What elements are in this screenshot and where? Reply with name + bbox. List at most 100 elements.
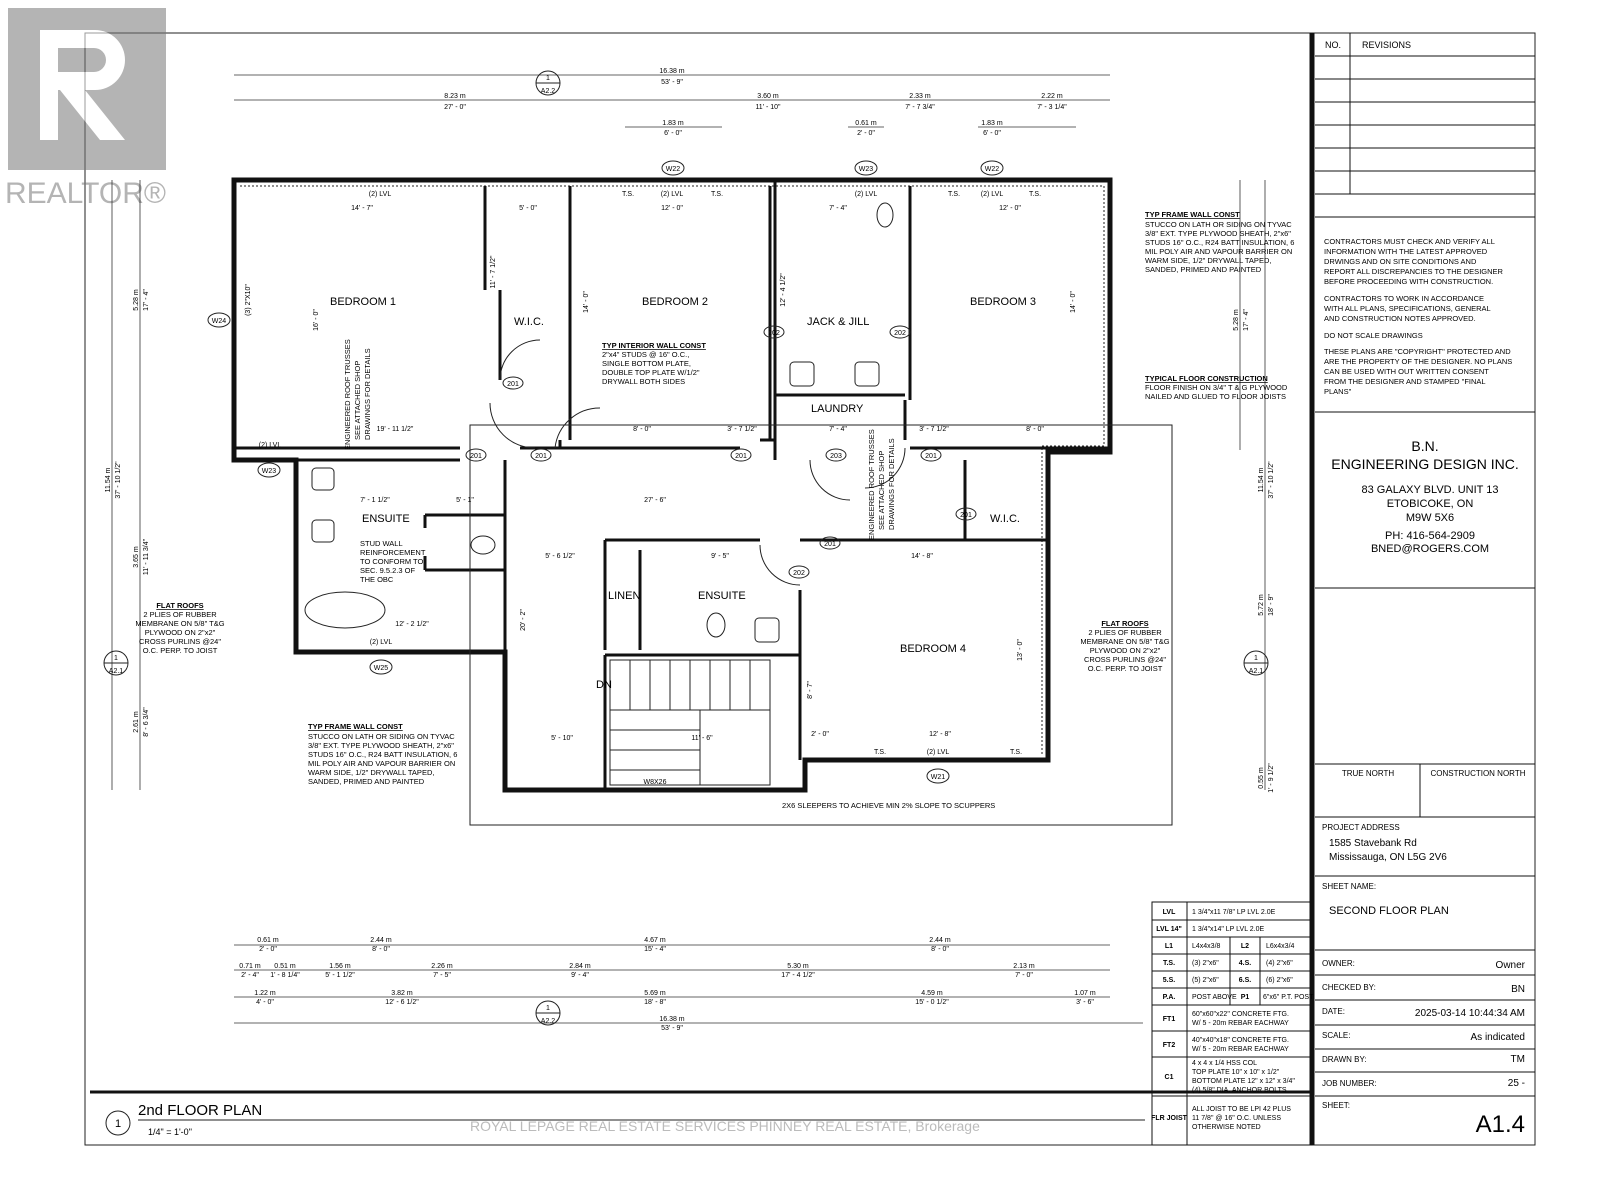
- plan-label: 2X6 SLEEPERS TO ACHIEVE MIN 2% SLOPE TO …: [782, 801, 995, 810]
- plan-label: 60"x60"x22" CONCRETE FTG.: [1192, 1011, 1289, 1018]
- plan-label: L4x4x3/8: [1192, 943, 1221, 950]
- plan-label: AND CONSTRUCTION NOTES APPROVED.: [1324, 314, 1476, 323]
- plan-label: 8' - 7": [807, 681, 814, 699]
- window-tag: W25: [374, 665, 389, 672]
- plan-label: (2) LVL: [855, 191, 878, 198]
- plan-label: TYP FRAME WALL CONST: [308, 722, 403, 731]
- plan-label: 4.S.: [1239, 960, 1252, 967]
- plan-label: 3/8" EXT. TYPE PLYWOOD SHEATH, 2"x6": [308, 741, 454, 750]
- plan-label: 53' - 9": [661, 1025, 683, 1032]
- door-tag: 202: [768, 330, 780, 337]
- plan-label: SANDED, PRIMED AND PAINTED: [1145, 265, 1262, 274]
- plan-label: TOP PLATE 10" x 10" x 1/2": [1192, 1069, 1280, 1076]
- plan-label: 16.38 m: [659, 68, 684, 75]
- plan-label: 7' - 3 1/4": [1037, 104, 1067, 111]
- plan-label: ARE THE PROPERTY OF THE DESIGNER. NO PLA…: [1324, 357, 1512, 366]
- plan-label: CHECKED BY:: [1322, 983, 1376, 992]
- plan-label: STUCCO ON LATH OR SIDING ON TYVAC: [1145, 220, 1292, 229]
- plan-label: 1' - 8 1/4": [270, 972, 300, 979]
- door-tag: 203: [830, 453, 842, 460]
- plan-label: OWNER:: [1322, 959, 1355, 968]
- plan-label: 19' - 11 1/2": [377, 426, 414, 433]
- plan-label: 2 PLIES OF RUBBER: [143, 610, 217, 619]
- plan-label: 14' - 7": [351, 205, 373, 212]
- plan-label: CONTRACTORS TO WORK IN ACCORDANCE: [1324, 294, 1484, 303]
- plan-label: 3.60 m: [757, 93, 779, 100]
- plan-label: 5.30 m: [787, 963, 809, 970]
- window-tag: W21: [931, 774, 946, 781]
- plan-label: SEE ATTACHED SHOP: [877, 451, 886, 530]
- plan-label: 8' - 0": [1026, 426, 1044, 433]
- plan-label: SEE ATTACHED SHOP: [353, 361, 362, 440]
- plan-label: (3) 2"x6": [1192, 960, 1219, 967]
- plan-label: 17' - 4 1/2": [781, 972, 815, 979]
- door-tag: 201: [535, 453, 547, 460]
- door-tag: 201: [470, 453, 482, 460]
- plan-label: NO.: [1325, 40, 1341, 50]
- plan-label: DO NOT SCALE DRAWINGS: [1324, 331, 1423, 340]
- plan-label: BN: [1511, 984, 1525, 995]
- plan-label: STUCCO ON LATH OR SIDING ON TYVAC: [308, 732, 455, 741]
- door-tag: 201: [925, 453, 937, 460]
- plan-label: 7' - 4": [829, 205, 847, 212]
- plan-label: P.A.: [1163, 994, 1176, 1001]
- plan-label: FLOOR FINISH ON 3/4" T & G PLYWOOD: [1145, 383, 1288, 392]
- plan-label: 7' - 0": [1015, 972, 1033, 979]
- exterior-walls: [231, 177, 1113, 793]
- room-bedroom-3: BEDROOM 3: [970, 296, 1036, 308]
- plan-label: 2.44 m: [370, 937, 392, 944]
- door-tag: 201: [824, 541, 836, 548]
- room-ensuite-1: ENSUITE: [362, 513, 410, 525]
- plan-label: O.C. PERP. TO JOIST: [1088, 664, 1163, 673]
- plan-label: 3' - 7 1/2": [919, 426, 949, 433]
- plan-label: ENGINEERED ROOF TRUSSES: [343, 339, 352, 450]
- plan-label: L1: [1165, 943, 1173, 950]
- plan-label: 5.72 m: [1258, 594, 1265, 616]
- plan-label: 17' - 4": [1243, 309, 1250, 331]
- plan-label: THE OBC: [360, 575, 394, 584]
- plan-label: POST ABOVE: [1192, 994, 1237, 1001]
- plan-label: FLR JOIST: [1151, 1115, 1188, 1122]
- plan-label: 2.61 m: [133, 711, 140, 733]
- plan-label: T.S.: [622, 191, 634, 198]
- plan-label: 12' - 6 1/2": [385, 999, 419, 1006]
- plan-label: 3' - 7 1/2": [727, 426, 757, 433]
- plan-label: INFORMATION WITH THE LATEST APPROVED: [1324, 247, 1488, 256]
- plan-label: DRWINGS AND ON SITE CONDITIONS AND: [1324, 257, 1477, 266]
- plan-label: TYP FRAME WALL CONST: [1145, 210, 1240, 219]
- brokerage-watermark: ROYAL LEPAGE REAL ESTATE SERVICES PHINNE…: [470, 1118, 980, 1134]
- stair-down-label: DN: [596, 679, 612, 691]
- door-tag: 202: [894, 330, 906, 337]
- plan-label: 1: [114, 655, 118, 662]
- plan-label: 15' - 0 1/2": [915, 999, 949, 1006]
- plan-label: REALTOR®: [5, 177, 166, 210]
- window-tag: W22: [666, 166, 681, 173]
- plan-label: 14' - 0": [583, 291, 590, 313]
- plan-label: WITH ALL PLANS, SPECIFICATIONS, GENERAL: [1324, 304, 1491, 313]
- plan-label: 5' - 1": [456, 497, 474, 504]
- plan-label: 11' - 7 1/2": [490, 255, 497, 288]
- fixtures: [304, 202, 906, 643]
- plan-label: T.S.: [1010, 749, 1022, 756]
- plan-label: 14' - 0": [1070, 291, 1077, 313]
- plan-label: 3.65 m: [133, 546, 140, 568]
- plan-label: 2' - 0": [857, 130, 875, 137]
- plan-label: T.S.: [1029, 191, 1041, 198]
- plan-label: 1: [1254, 655, 1258, 662]
- plan-label: T.S.: [711, 191, 723, 198]
- door-tag: 202: [793, 570, 805, 577]
- plan-label: (4) 2"x6": [1266, 960, 1293, 967]
- plan-label: 20' - 2": [520, 609, 527, 631]
- plan-label: 1.22 m: [254, 990, 276, 997]
- plan-label: 1: [546, 75, 550, 82]
- plan-label: DRAWN BY:: [1322, 1055, 1367, 1064]
- plan-label: 3/8" EXT. TYPE PLYWOOD SHEATH, 2"x6": [1145, 229, 1291, 238]
- bottom-dimensions: 0.61 m2' - 0" 2.44 m8' - 0" 4.67 m15' - …: [239, 937, 1096, 1032]
- plan-label: DOUBLE TOP PLATE W/1/2": [602, 368, 700, 377]
- interior-dimensions: 14' - 7" 5' - 0" 12' - 0" 7' - 4" 12' - …: [313, 205, 1077, 742]
- plan-label: 37' - 10 1/2": [1268, 461, 1275, 499]
- plan-label: 4.59 m: [921, 990, 943, 997]
- plan-label: FLAT ROOFS: [1101, 619, 1148, 628]
- plan-label: 1.07 m: [1074, 990, 1096, 997]
